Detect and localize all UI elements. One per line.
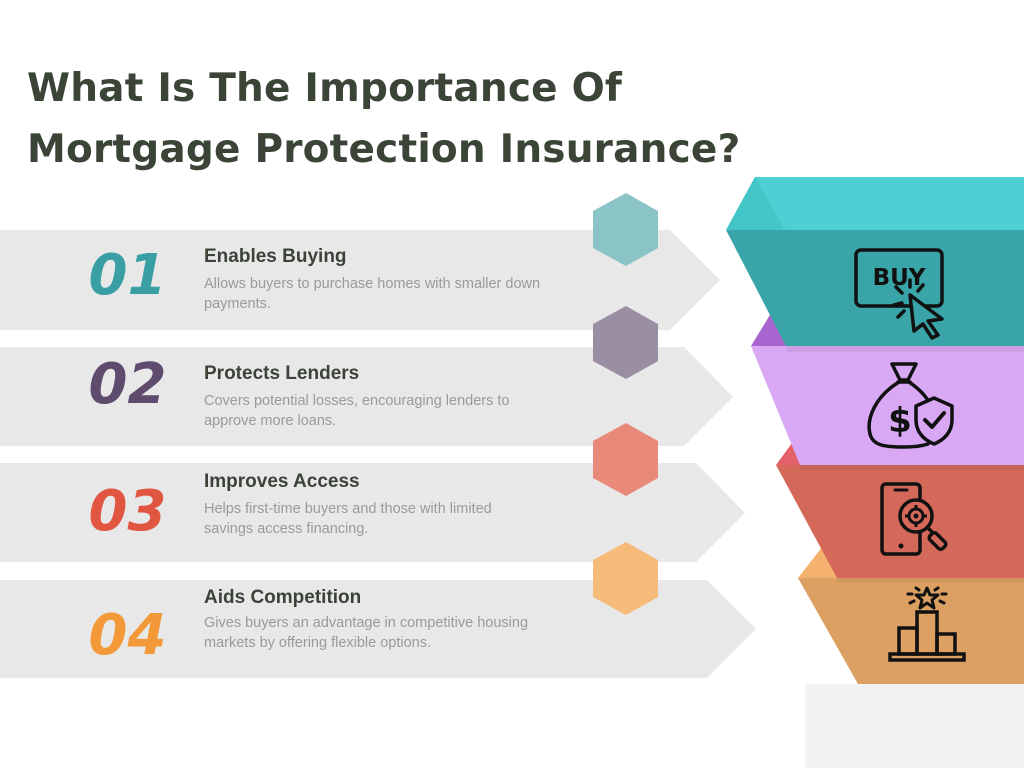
item-4-heading: Aids Competition: [204, 587, 362, 608]
band-3: [0, 463, 745, 562]
item-3-heading: Improves Access: [204, 471, 360, 492]
item-2-description: Covers potential losses, encouraging len…: [204, 393, 510, 429]
tier-1-shadow: [786, 346, 1024, 352]
podium-star-icon: [888, 586, 966, 662]
phone-search-icon: [880, 482, 948, 556]
buy-icon-text: BUY: [873, 265, 926, 291]
title-line-2: Mortgage Protection Insurance?: [27, 127, 741, 172]
item-1-heading: Enables Buying: [204, 246, 347, 267]
item-3-description: Helps first-time buyers and those with l…: [204, 501, 492, 537]
title-line-1: What Is The Importance Of: [27, 66, 623, 111]
hexagon-1: [593, 193, 658, 266]
item-2-number: 02: [88, 352, 167, 417]
corner-block: [805, 684, 1024, 768]
item-1-number: 01: [88, 243, 167, 308]
tier-4-front: [798, 578, 1024, 684]
item-4-description: Gives buyers an advantage in competitive…: [204, 615, 529, 651]
band-4: [0, 580, 756, 678]
item-4-number: 04: [88, 603, 167, 668]
svg-text:$: $: [888, 401, 912, 441]
tier-2-shadow: [800, 465, 1024, 470]
buy-click-icon: BUY: [854, 248, 944, 340]
tier-1-front: [726, 230, 1024, 346]
tier-1-top: [726, 177, 1024, 230]
tier-2-front: [751, 346, 1024, 465]
tier-1-top-left: [726, 177, 785, 230]
item-3-number: 03: [88, 479, 167, 544]
item-1-description: Allows buyers to purchase homes with sma…: [204, 276, 541, 312]
band-1: [0, 230, 720, 330]
band-2: [0, 347, 733, 446]
money-bag-shield-icon: $: [867, 362, 954, 449]
hexagon-3: [593, 423, 658, 496]
tier-3-shadow: [837, 578, 1024, 583]
page-title: What Is The Importance Of Mortgage Prote…: [27, 58, 740, 180]
item-2-heading: Protects Lenders: [204, 363, 360, 384]
hexagon-4: [593, 542, 658, 615]
hexagon-2: [593, 306, 658, 379]
